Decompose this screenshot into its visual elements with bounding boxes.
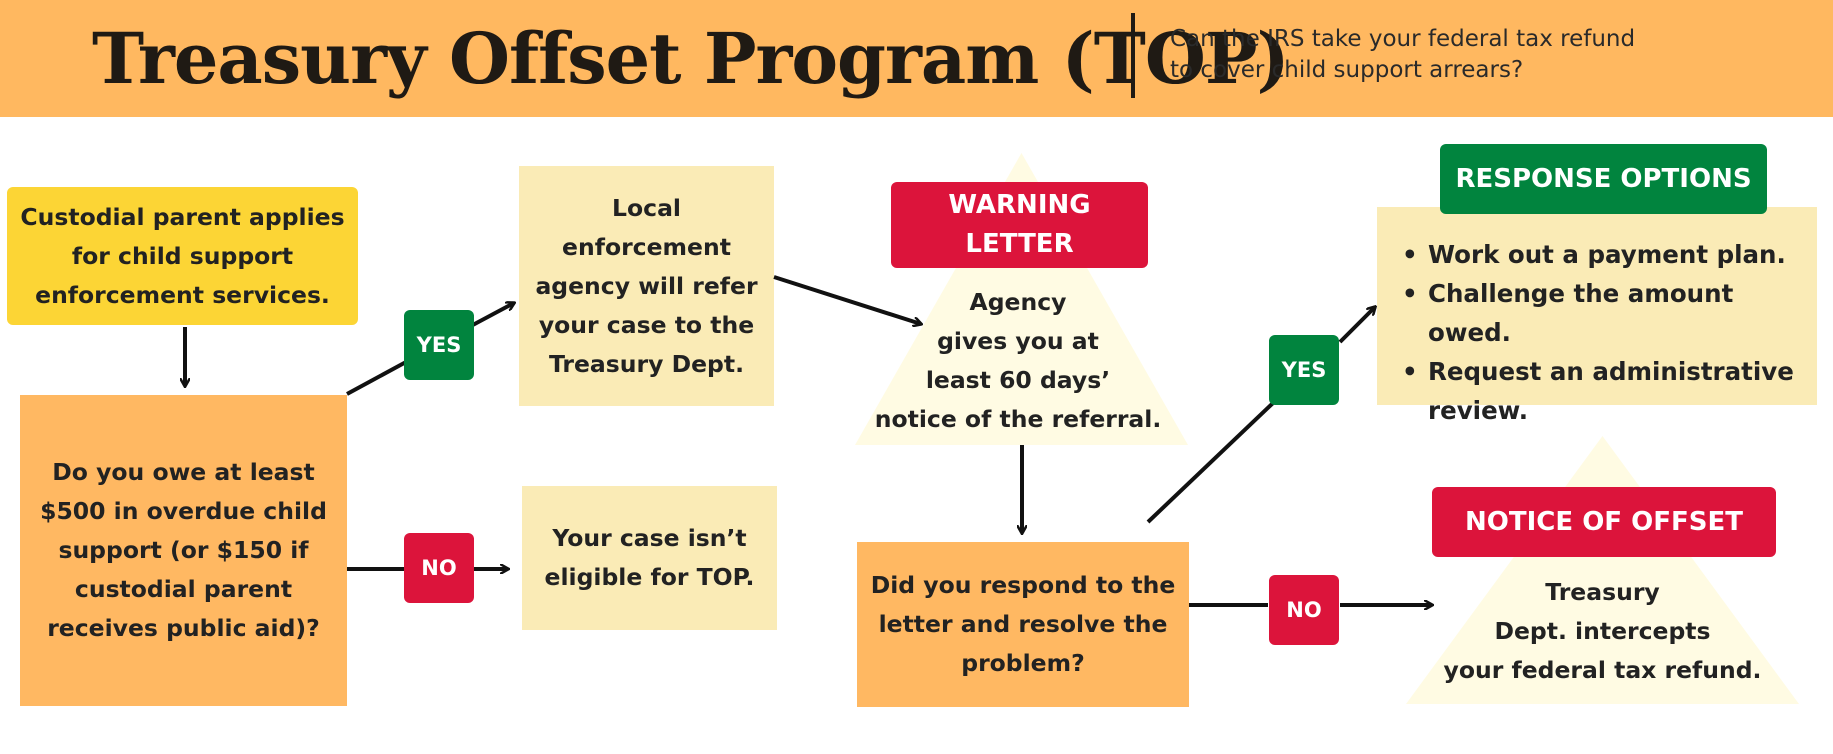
warning-line: gives you at (937, 327, 1099, 355)
question-respond-line: Did you respond to the (870, 571, 1176, 599)
arrow-question-to-yes (346, 360, 407, 396)
start-line: enforcement services. (35, 280, 330, 309)
response-option-item: Work out a payment plan. (1402, 235, 1823, 274)
warning-line: notice of the referral. (874, 405, 1162, 433)
notice-of-offset-label: NOTICE OF OFFSET (1432, 487, 1776, 557)
arrow-referral-to-warning (773, 275, 921, 324)
question-owe-line: support (or $150 if (58, 536, 309, 564)
yes-badge: YES (404, 310, 474, 380)
not-eligible-line: Your case isn’t (552, 524, 747, 552)
start-line: Custodial parent applies (20, 202, 345, 231)
page-title: Treasury Offset Program (TOP) (92, 17, 1290, 100)
response-options-label: RESPONSE OPTIONS (1440, 144, 1767, 214)
notice-line: your federal tax refund. (1443, 656, 1762, 684)
question-respond-line: problem? (961, 649, 1085, 677)
response-options-list: Work out a payment plan. Challenge the a… (1402, 235, 1823, 430)
referral-line: your case to the (538, 310, 755, 339)
arrow-yes-to-options (1338, 307, 1375, 344)
start-line: for child support (71, 241, 294, 270)
warning-letter-label: WARNING LETTER (891, 182, 1148, 268)
warning-text: Agency gives you at least 60 days’ notic… (860, 283, 1176, 439)
question-respond-line: letter and resolve the (878, 610, 1168, 638)
arrow-yes-to-referral (468, 303, 514, 329)
not-eligible-box: Your case isn’t eligible for TOP. (522, 486, 777, 630)
notice-line: Dept. intercepts (1494, 617, 1711, 645)
warning-line: Agency (969, 288, 1067, 316)
referral-box: Local enforcement agency will refer your… (519, 166, 774, 406)
referral-line: Treasury Dept. (548, 349, 745, 378)
response-option-item: Challenge the amount owed. (1402, 274, 1823, 352)
question-owe-line: receives public aid)? (47, 614, 320, 642)
header-divider (1131, 13, 1135, 98)
arrow-respond-to-yes (1146, 401, 1275, 524)
no-badge: NO (1269, 575, 1339, 645)
subtitle-line: Can the IRS take your federal tax refund (1170, 26, 1636, 52)
response-option-item: Request an administrative review. (1402, 352, 1823, 430)
page-subtitle: Can the IRS take your federal tax refund… (1170, 24, 1730, 86)
question-respond-box: Did you respond to the letter and resolv… (857, 542, 1189, 707)
warning-label-line: WARNING (948, 190, 1091, 220)
header-banner: Treasury Offset Program (TOP) Can the IR… (0, 0, 1833, 117)
not-eligible-line: eligible for TOP. (544, 563, 755, 591)
subtitle-line: to cover child support arrears? (1170, 57, 1524, 83)
referral-line: agency will refer (535, 271, 758, 300)
notice-text: Treasury Dept. intercepts your federal t… (1420, 573, 1785, 690)
notice-line: Treasury (1545, 578, 1660, 606)
referral-line: enforcement (562, 232, 731, 261)
no-badge: NO (404, 533, 474, 603)
yes-badge: YES (1269, 335, 1339, 405)
warning-label-line: LETTER (965, 229, 1074, 259)
question-owe-line: Do you owe at least (52, 458, 315, 486)
question-owe-line: $500 in overdue child (40, 497, 327, 525)
question-owe-box: Do you owe at least $500 in overdue chil… (20, 395, 347, 706)
question-owe-line: custodial parent (74, 575, 293, 603)
referral-line: Local (612, 193, 681, 222)
warning-line: least 60 days’ (925, 366, 1111, 394)
start-box: Custodial parent applies for child suppo… (7, 187, 358, 325)
